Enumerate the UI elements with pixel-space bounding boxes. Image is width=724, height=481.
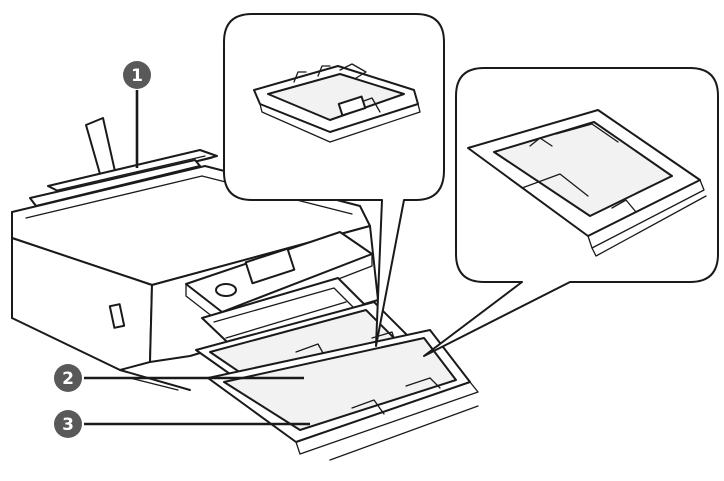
callout-1-marker: 1 (123, 61, 151, 89)
callout-2-number: 2 (62, 369, 74, 389)
cassette-2-detail-bubble (423, 67, 719, 357)
cassette-1-detail-illustration (253, 63, 421, 143)
callout-3-marker: 3 (54, 410, 82, 438)
callout-2-marker: 2 (54, 364, 82, 392)
rear-paper-feed-support (29, 117, 218, 207)
cassette-2-detail-illustration (467, 109, 707, 257)
paper-cassette-2 (207, 329, 479, 461)
callout-3-number: 3 (62, 415, 74, 435)
callout-1-number: 1 (131, 66, 143, 86)
cassette-1-detail-bubble (223, 13, 445, 347)
callout-leaders (84, 90, 310, 426)
control-panel (185, 231, 373, 325)
